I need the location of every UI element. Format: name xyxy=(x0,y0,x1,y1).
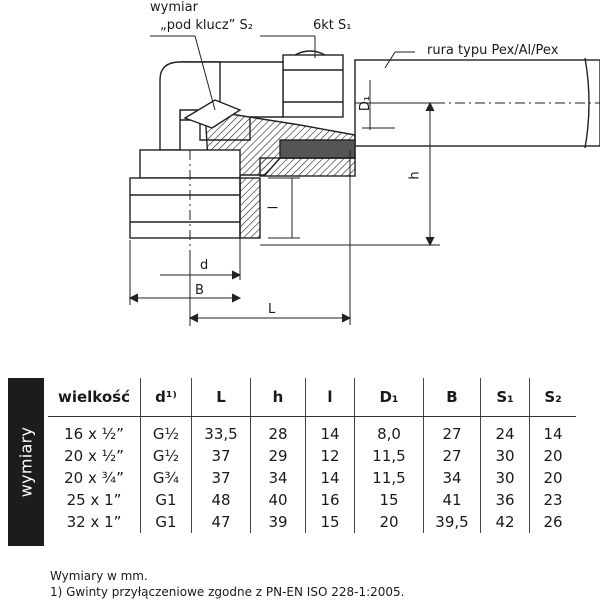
footnote-thread-standard: 1) Gwinty przyłączeniowe zgodne z PN-EN … xyxy=(50,585,405,599)
label-d: d xyxy=(200,258,209,273)
cell-s2: 14 xyxy=(529,416,576,445)
table-row: 25 x 1” G1 48 40 16 15 41 36 23 xyxy=(48,489,576,511)
cell-s1: 30 xyxy=(480,445,530,467)
elbow-body xyxy=(159,61,221,151)
label-rura-typu: rura typu Pex/Al/Pex xyxy=(427,43,559,58)
label-wymiar: wymiar xyxy=(150,0,198,15)
cell-h: 39 xyxy=(250,511,306,533)
cell-size: 25 x 1” xyxy=(66,491,122,509)
label-pod-klucz: „pod klucz” S₂ xyxy=(160,18,254,33)
cell-s2: 26 xyxy=(529,511,576,533)
cell-d1: 15 xyxy=(354,489,424,511)
cell-b: 27 xyxy=(423,416,481,445)
header-b: B xyxy=(423,378,481,417)
cell-s1: 42 xyxy=(480,511,530,533)
cell-thread: G½ xyxy=(140,416,192,445)
cell-d1: 11,5 xyxy=(354,445,424,467)
footnote-units: Wymiary w mm. xyxy=(50,569,148,583)
cell-L: 47 xyxy=(191,511,251,533)
cell-thread: G1 xyxy=(140,511,192,533)
cell-s1: 30 xyxy=(480,467,530,489)
side-label: wymiary xyxy=(16,426,36,498)
cell-d1: 20 xyxy=(354,511,424,533)
cell-L: 37 xyxy=(191,445,251,467)
cell-thread: G1 xyxy=(140,489,192,511)
cell-L: 33,5 xyxy=(191,416,251,445)
cell-s1: 36 xyxy=(480,489,530,511)
header-L: L xyxy=(191,378,251,417)
fitting-drawing-svg xyxy=(128,35,600,330)
table-row: 20 x ¾” G¾ 37 34 14 11,5 34 30 20 xyxy=(48,467,576,489)
cell-b: 41 xyxy=(423,489,481,511)
cell-h: 34 xyxy=(250,467,306,489)
cell-s1: 24 xyxy=(480,416,530,445)
cell-h: 40 xyxy=(250,489,306,511)
cell-h: 28 xyxy=(250,416,306,445)
header-d1: D₁ xyxy=(354,378,424,417)
cell-h: 29 xyxy=(250,445,306,467)
header-s2: S₂ xyxy=(529,378,576,417)
table-row: 32 x 1” G1 47 39 15 20 39,5 42 26 xyxy=(48,511,576,533)
cell-thread: G½ xyxy=(140,445,192,467)
header-d: d¹⁾ xyxy=(140,378,192,417)
dimensions-table-block: wymiary wielkość d¹⁾ L h l D₁ B S₁ S₂ 16… xyxy=(8,378,593,546)
dimensions-table: wielkość d¹⁾ L h l D₁ B S₁ S₂ 16 x ½” G½… xyxy=(48,378,576,533)
cell-s2: 23 xyxy=(529,489,576,511)
cell-s2: 20 xyxy=(529,467,576,489)
cell-d1: 8,0 xyxy=(354,416,424,445)
table-row: 16 x ½” G½ 33,5 28 14 8,0 27 24 14 xyxy=(48,416,576,445)
header-h: h xyxy=(250,378,306,417)
cell-L: 48 xyxy=(191,489,251,511)
cell-size: 20 x ¾” xyxy=(64,469,124,487)
label-6kt-s1: 6kt S₁ xyxy=(313,18,352,33)
cell-l: 15 xyxy=(305,511,355,533)
label-l-small: l xyxy=(266,205,282,210)
header-s1: S₁ xyxy=(480,378,530,417)
label-L: L xyxy=(268,302,276,317)
cell-d1: 11,5 xyxy=(354,467,424,489)
cell-b: 27 xyxy=(423,445,481,467)
cell-l: 14 xyxy=(305,467,355,489)
footnotes: Wymiary w mm. 1) Gwinty przyłączeniowe z… xyxy=(50,568,404,600)
label-b: B xyxy=(195,283,204,298)
label-h: h xyxy=(407,171,423,180)
header-wielkosc: wielkość xyxy=(48,378,141,417)
cell-size: 32 x 1” xyxy=(66,513,122,531)
label-d1: D₁ xyxy=(358,95,374,112)
cell-thread: G¾ xyxy=(140,467,192,489)
female-thread xyxy=(129,177,241,239)
cell-l: 12 xyxy=(305,445,355,467)
technical-drawing: wymiar „pod klucz” S₂ 6kt S₁ rura typu P… xyxy=(128,0,600,330)
table-row: 20 x ½” G½ 37 29 12 11,5 27 30 20 xyxy=(48,445,576,467)
side-label-block: wymiary xyxy=(8,378,44,546)
cell-l: 14 xyxy=(305,416,355,445)
hex-nut xyxy=(282,54,344,118)
header-l: l xyxy=(305,378,355,417)
cell-b: 34 xyxy=(423,467,481,489)
cell-size: 16 x ½” xyxy=(64,425,124,443)
cell-s2: 20 xyxy=(529,445,576,467)
cell-l: 16 xyxy=(305,489,355,511)
table-header-row: wielkość d¹⁾ L h l D₁ B S₁ S₂ xyxy=(48,378,576,417)
cell-L: 37 xyxy=(191,467,251,489)
cell-size: 20 x ½” xyxy=(64,447,124,465)
cell-b: 39,5 xyxy=(423,511,481,533)
